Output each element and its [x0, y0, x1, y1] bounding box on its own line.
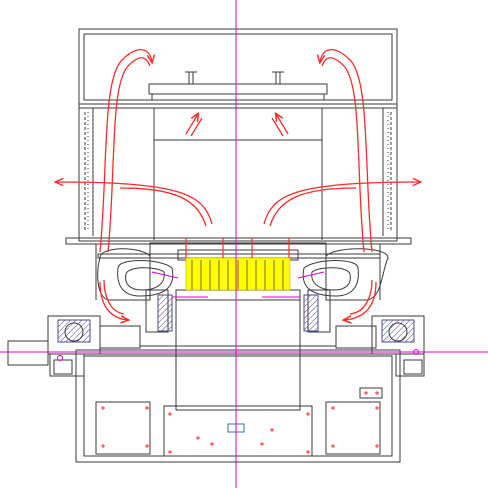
nameplate: [359, 387, 383, 399]
arrow-icon: [344, 281, 377, 320]
arrow-icon: [263, 182, 420, 225]
arrow-icon: [99, 49, 152, 253]
top-tube-plate: [148, 83, 328, 95]
right-end-winding: [325, 248, 389, 301]
fastener-marks: [101, 391, 379, 454]
left-winding-coil: [117, 260, 174, 297]
shaft-end: [7, 340, 49, 366]
top-housing: [65, 28, 412, 245]
arrow-icon: [56, 182, 213, 225]
center-box: [175, 355, 301, 411]
base-frame: [75, 300, 401, 463]
arrow-icon: [320, 49, 373, 253]
housing-outer-frame: [78, 28, 398, 242]
housing-bottom-flange: [65, 237, 412, 245]
terminal-box: [163, 405, 313, 457]
stator-coils: [185, 238, 291, 291]
left-end-winding: [97, 248, 151, 301]
lower-frame: [75, 349, 401, 463]
arrow-icon: [185, 114, 198, 135]
bearing-assembly: [7, 315, 425, 377]
right-winding-coil: [302, 260, 359, 297]
airflow-arrows: [56, 49, 420, 320]
arrow-icon: [321, 57, 365, 253]
arrow-icon: [276, 114, 289, 135]
arrow-icon: [99, 281, 128, 320]
bolt-icon: [275, 71, 281, 85]
right-access-panel: [325, 401, 381, 455]
heat-exchanger-core: [153, 107, 323, 141]
left-access-panel: [95, 401, 151, 455]
arrow-icon: [107, 57, 151, 253]
housing-top-chamber: [83, 33, 393, 101]
bolt-icon: [188, 71, 194, 85]
rotor-core: [175, 289, 301, 347]
